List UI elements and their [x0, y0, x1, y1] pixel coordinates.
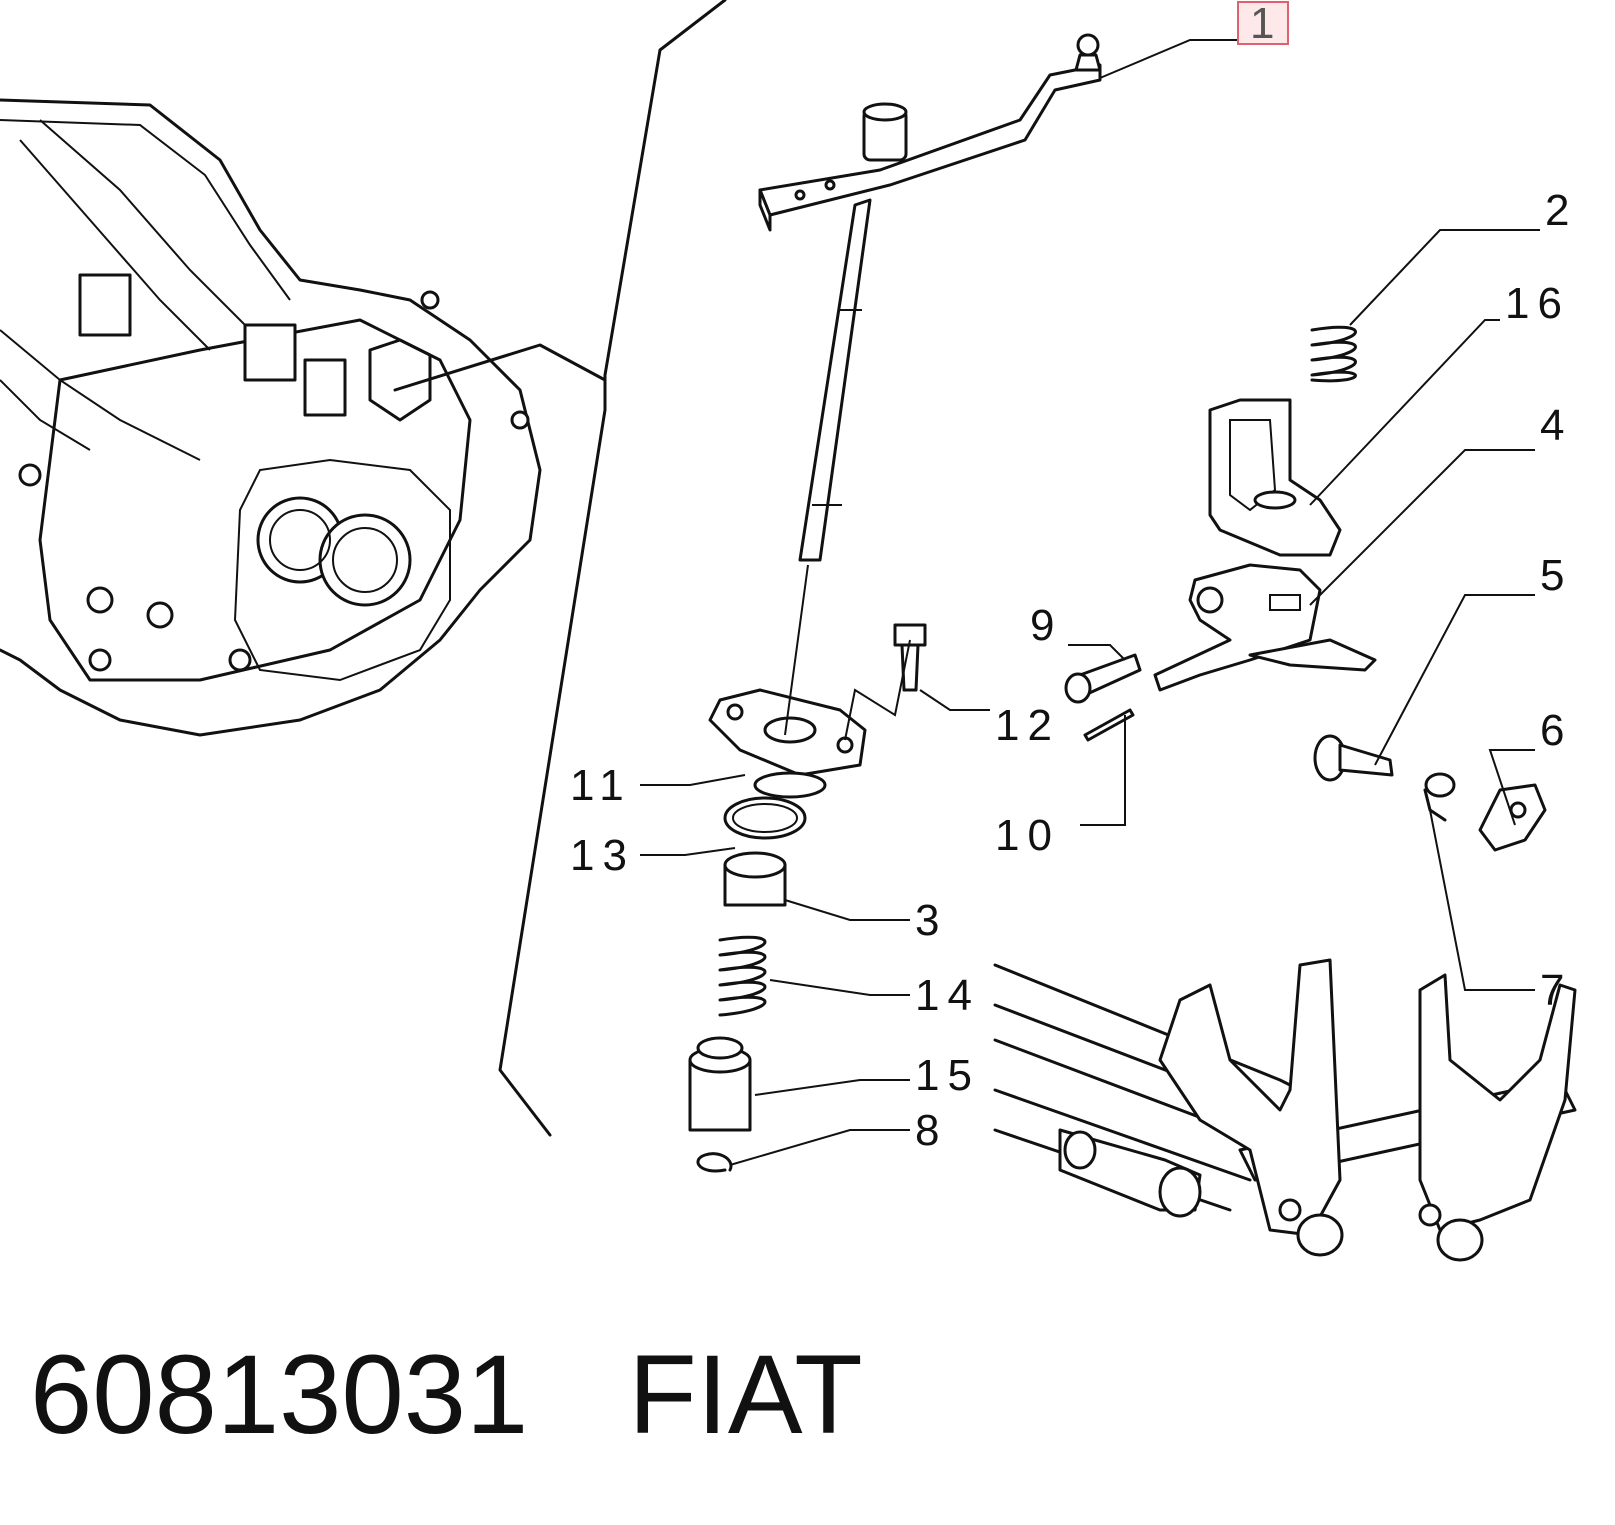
- callout-8[interactable]: 8: [915, 1106, 947, 1155]
- callout-9[interactable]: 9: [1030, 601, 1062, 650]
- bushing-part-3: [723, 851, 787, 907]
- callout-15[interactable]: 15: [915, 1051, 980, 1100]
- callout-5[interactable]: 5: [1540, 551, 1572, 600]
- callout-13[interactable]: 13: [570, 831, 635, 880]
- flange-part-11: [708, 688, 867, 799]
- shift-lever-shaft: [758, 33, 1102, 562]
- callout-7[interactable]: 7: [1540, 966, 1572, 1015]
- roll-pin-part-10: [1083, 708, 1135, 742]
- callout-1[interactable]: 1: [1250, 0, 1282, 48]
- assembly-axis: [784, 564, 809, 736]
- callout-4[interactable]: 4: [1540, 401, 1572, 450]
- spring-part-14: [718, 935, 767, 1017]
- callout-10[interactable]: 10: [995, 811, 1060, 860]
- callout-1-highlight-box: [1237, 1, 1289, 45]
- callout-16[interactable]: 16: [1505, 279, 1570, 328]
- spring-part-2: [1310, 325, 1357, 383]
- callout-11[interactable]: 11: [570, 761, 632, 810]
- shift-selector-part-4: [1153, 563, 1377, 692]
- guide-plate-part-16: [1208, 398, 1342, 557]
- part-caption: 60813031 FIAT: [30, 1325, 863, 1465]
- circlip-part-8: [696, 1152, 733, 1173]
- callout-2[interactable]: 2: [1545, 186, 1577, 235]
- separator-line: [498, 0, 727, 1137]
- bolt-part-9: [1064, 653, 1142, 704]
- callout-12[interactable]: 12: [995, 701, 1060, 750]
- callout-3[interactable]: 3: [915, 896, 947, 945]
- screw-axis: [844, 639, 911, 741]
- brand-name: FIAT: [628, 1332, 863, 1457]
- seal-ring-inner: [732, 803, 798, 833]
- callout-14[interactable]: 14: [915, 971, 980, 1020]
- shift-fork-assembly: [993, 958, 1577, 1262]
- clip-part-7: [1423, 772, 1456, 822]
- plunger-part-15: [688, 1036, 752, 1132]
- gearbox-housing-illustration: [0, 98, 607, 737]
- leader-lines: [640, 39, 1540, 1166]
- pin-part-5: [1313, 734, 1394, 782]
- part-number: 60813031: [30, 1332, 529, 1457]
- screw-part-12: [893, 623, 927, 692]
- callout-labels: 1 2 16 4 5 6 7 9 12 10 11 13 3 14 15 8: [570, 0, 1577, 1155]
- callout-6[interactable]: 6: [1540, 706, 1572, 755]
